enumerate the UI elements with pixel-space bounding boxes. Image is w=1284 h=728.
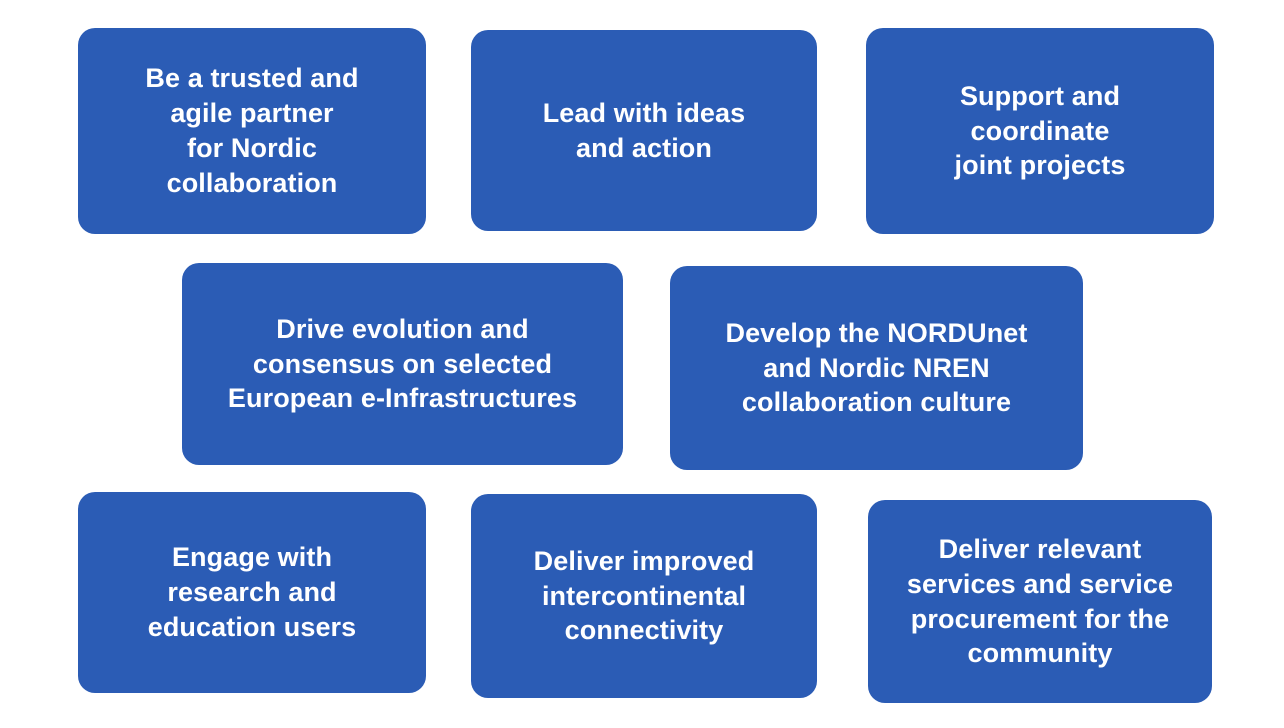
strategy-card-trusted-agile-partner[interactable]: Be a trusted and agile partner for Nordi… [78, 28, 426, 234]
strategy-card-label: Deliver relevant services and service pr… [906, 533, 1174, 669]
strategy-card-label: Lead with ideas and action [542, 97, 746, 163]
strategy-card-drive-evolution-consensus[interactable]: Drive evolution and consensus on selecte… [182, 263, 623, 465]
strategy-card-support-coordinate-joint-projects[interactable]: Support and coordinate joint projects [866, 28, 1214, 234]
strategy-card-label: Engage with research and education users [147, 542, 357, 642]
strategy-card-label: Support and coordinate joint projects [954, 80, 1126, 181]
strategy-card-label: Be a trusted and agile partner for Nordi… [145, 63, 359, 198]
strategy-card-lead-with-ideas[interactable]: Lead with ideas and action [471, 30, 817, 231]
strategy-card-deliver-services-procurement[interactable]: Deliver relevant services and service pr… [868, 500, 1212, 703]
strategy-card-label: Drive evolution and consensus on selecte… [227, 313, 578, 414]
strategy-card-label: Develop the NORDUnet and Nordic NREN col… [725, 317, 1028, 418]
strategy-card-engage-research-education-users[interactable]: Engage with research and education users [78, 492, 426, 693]
strategy-card-deliver-intercontinental-connectivity[interactable]: Deliver improved intercontinental connec… [471, 494, 817, 698]
strategy-card-label: Deliver improved intercontinental connec… [533, 545, 755, 646]
strategy-card-develop-collaboration-culture[interactable]: Develop the NORDUnet and Nordic NREN col… [670, 266, 1083, 470]
